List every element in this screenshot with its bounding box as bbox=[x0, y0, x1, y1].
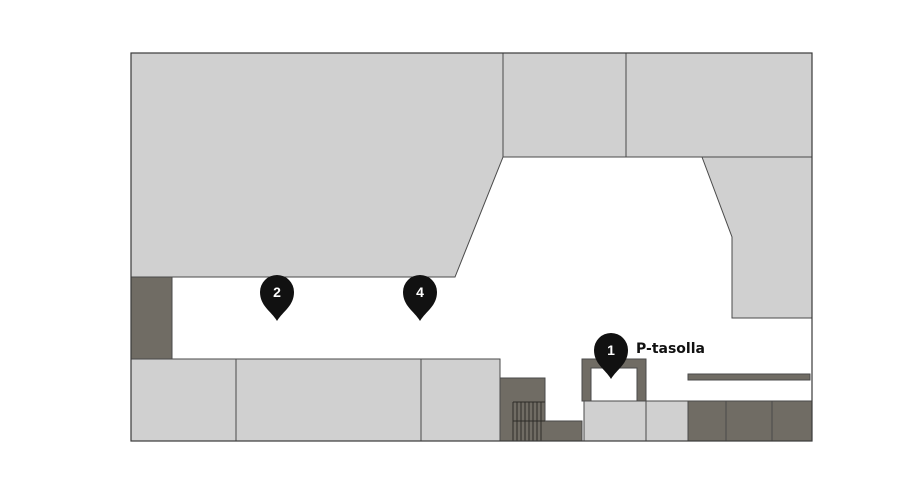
dark-block-2 bbox=[725, 400, 773, 442]
poi-label-p-tasolla: P-tasolla bbox=[636, 341, 705, 357]
dark-block-1 bbox=[687, 400, 727, 442]
map-pin-icon bbox=[260, 275, 294, 321]
marker-1[interactable]: 1 bbox=[594, 333, 628, 379]
marker-number: 2 bbox=[273, 284, 281, 300]
stairwell-left bbox=[130, 276, 173, 360]
room-right-wing bbox=[701, 156, 813, 319]
room-bottom-4 bbox=[583, 400, 647, 442]
room-bottom-2 bbox=[235, 358, 422, 442]
room-top-right bbox=[625, 52, 813, 158]
marker-number: 4 bbox=[416, 284, 424, 300]
marker-number: 1 bbox=[607, 342, 615, 358]
room-top-middle bbox=[502, 52, 627, 158]
marker-2[interactable]: 2 bbox=[260, 275, 294, 321]
building-outline bbox=[130, 52, 813, 442]
room-bottom-3 bbox=[420, 358, 501, 442]
dark-block-3 bbox=[771, 400, 813, 442]
map-pin-icon bbox=[594, 333, 628, 379]
stairs-icon bbox=[512, 401, 545, 441]
room-bottom-1 bbox=[130, 358, 237, 442]
map-pin-icon bbox=[403, 275, 437, 321]
room-bottom-5 bbox=[645, 400, 689, 442]
marker-4[interactable]: 4 bbox=[403, 275, 437, 321]
room-large-top-left bbox=[130, 52, 504, 278]
counter-bar bbox=[687, 373, 811, 381]
